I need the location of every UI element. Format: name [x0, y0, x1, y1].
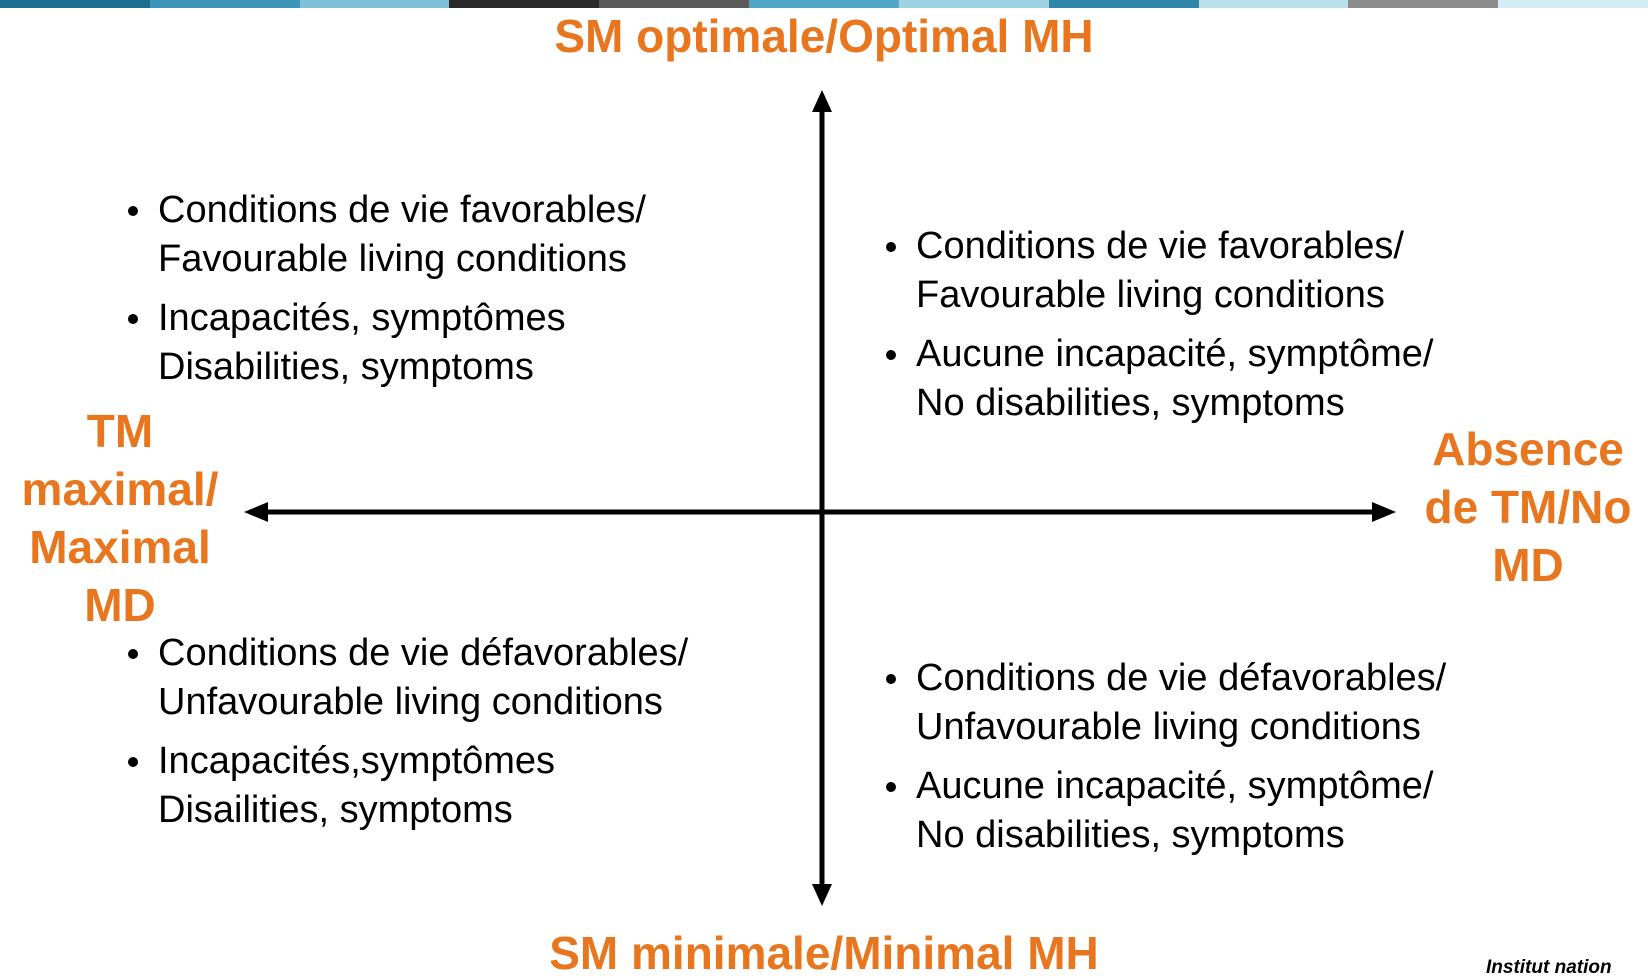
stripe-segment	[299, 0, 450, 8]
stripe-segment	[1498, 0, 1648, 8]
bullet-dot	[886, 242, 896, 252]
axis-label-left-line: TM	[86, 405, 154, 457]
axis-label-right-line: MD	[1492, 539, 1564, 591]
bullet-line: Aucune incapacité, symptôme/	[916, 765, 1434, 807]
axis-label-left-line: Maximal	[29, 521, 211, 573]
axis-label-left-line: MD	[84, 579, 156, 631]
bullet-line: Unfavourable living conditions	[916, 706, 1421, 748]
bullet-line: No disabilities, symptoms	[916, 814, 1345, 856]
bullet-item: Conditions de vie favorables/ Favourable…	[118, 186, 646, 284]
quadrant-bottom-left: Conditions de vie défavorables/ Unfavour…	[118, 629, 688, 845]
stripe-segment	[1048, 0, 1199, 8]
axis-label-top: SM optimale/Optimal MH	[554, 10, 1094, 62]
stripe-segment	[1198, 0, 1349, 8]
bullet-item: Conditions de vie défavorables/ Unfavour…	[118, 629, 688, 727]
bullet-dot	[128, 649, 138, 659]
bullet-item: Incapacités,symptômes Disailities, sympt…	[118, 737, 688, 835]
stripe-segment	[1348, 0, 1499, 8]
bullet-line: No disabilities, symptoms	[916, 382, 1345, 424]
stripe-segment	[599, 0, 750, 8]
axis-label-left: TM maximal/ Maximal MD	[0, 402, 240, 634]
bullet-line: Conditions de vie favorables/	[916, 225, 1404, 267]
stripe-segment	[449, 0, 600, 8]
bullet-dot	[886, 674, 896, 684]
vertical-axis-bottom-arrowhead	[812, 884, 832, 906]
bullet-line: Conditions de vie défavorables/	[916, 657, 1447, 699]
bullet-dot	[128, 757, 138, 767]
bullet-line: Disailities, symptoms	[158, 789, 513, 831]
bullet-dot	[128, 206, 138, 216]
axis-label-right-line: Absence	[1432, 423, 1624, 475]
bullet-dot	[886, 782, 896, 792]
axis-label-left-line: maximal/	[21, 463, 219, 515]
bullet-line: Conditions de vie favorables/	[158, 189, 646, 231]
bullet-line: Disabilities, symptoms	[158, 346, 534, 388]
bullet-dot	[886, 350, 896, 360]
horizontal-axis-right-arrowhead	[1372, 502, 1396, 522]
bullet-line: Incapacités, symptômes	[158, 297, 566, 339]
stripe-segment	[0, 0, 150, 8]
bullet-item: Incapacités, symptômes Disabilities, sym…	[118, 294, 646, 392]
stripe-segment	[898, 0, 1049, 8]
bullet-line: Favourable living conditions	[916, 274, 1385, 316]
stripe-segment	[749, 0, 899, 8]
bullet-line: Conditions de vie défavorables/	[158, 632, 689, 674]
institut-logo: Institut nation	[1486, 957, 1612, 976]
bullet-dot	[128, 314, 138, 324]
stripe-segment	[149, 0, 300, 8]
bullet-line: Aucune incapacité, symptôme/	[916, 333, 1434, 375]
bullet-item: Conditions de vie défavorables/ Unfavour…	[876, 654, 1446, 752]
horizontal-axis-left-arrowhead	[244, 502, 268, 522]
bullet-item: Aucune incapacité, symptôme/ No disabili…	[876, 330, 1434, 428]
bullet-line: Favourable living conditions	[158, 238, 627, 280]
quadrant-bottom-right: Conditions de vie défavorables/ Unfavour…	[876, 654, 1446, 870]
vertical-axis-top-arrowhead	[812, 90, 832, 112]
axis-label-right: Absence de TM/No MD	[1408, 420, 1648, 594]
bullet-item: Aucune incapacité, symptôme/ No disabili…	[876, 762, 1446, 860]
axis-label-bottom: SM minimale/Minimal MH	[549, 927, 1099, 976]
quadrant-top-left: Conditions de vie favorables/ Favourable…	[118, 186, 646, 402]
top-decorative-stripe	[0, 0, 1648, 8]
bullet-line: Unfavourable living conditions	[158, 681, 663, 723]
quadrant-top-right: Conditions de vie favorables/ Favourable…	[876, 222, 1434, 438]
axis-label-right-line: de TM/No	[1424, 481, 1632, 533]
bullet-item: Conditions de vie favorables/ Favourable…	[876, 222, 1434, 320]
bullet-line: Incapacités,symptômes	[158, 740, 556, 782]
